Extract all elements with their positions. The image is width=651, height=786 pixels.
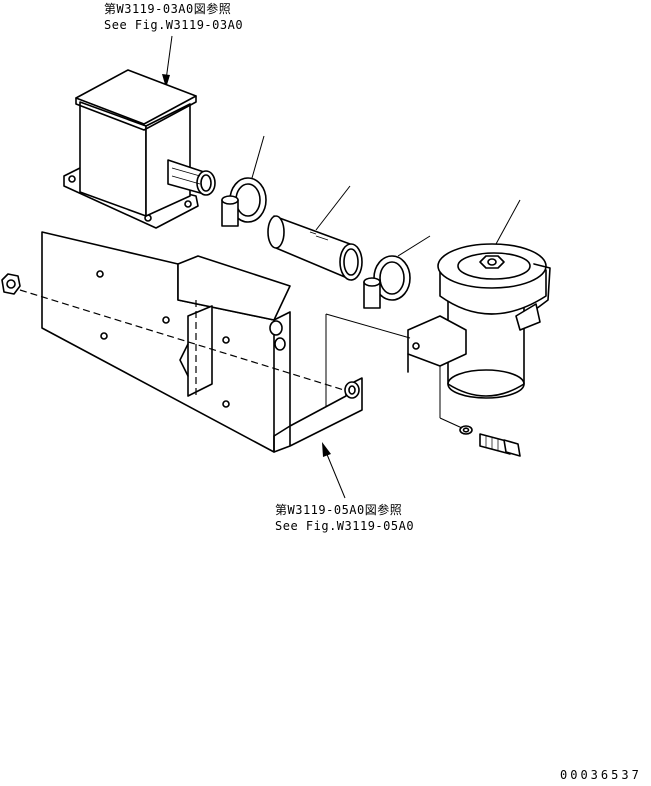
mounting-bracket [41, 231, 363, 453]
reference-label-top-en: See Fig.W3119-03A0 [104, 18, 244, 32]
bolt [479, 433, 521, 457]
bolt-path [19, 289, 345, 396]
reference-label-bottom-en: See Fig.W3119-05A0 [275, 519, 415, 533]
reference-label-top-jp: 第W3119-03A0図参照 [104, 2, 232, 16]
washer [459, 425, 473, 435]
hose-clamp-upper [221, 135, 267, 227]
reference-label-bottom-jp: 第W3119-05A0図参照 [275, 503, 403, 517]
reference-arrow-bottom [322, 442, 346, 499]
intake-box [63, 69, 216, 229]
intake-hose [267, 185, 363, 281]
nut [1, 273, 21, 295]
air-cleaner [407, 199, 551, 399]
mount-leader [325, 313, 463, 429]
reference-arrow-top [162, 35, 173, 88]
drawing-number: 00036537 [560, 768, 642, 782]
hose-clamp-lower [363, 235, 431, 309]
